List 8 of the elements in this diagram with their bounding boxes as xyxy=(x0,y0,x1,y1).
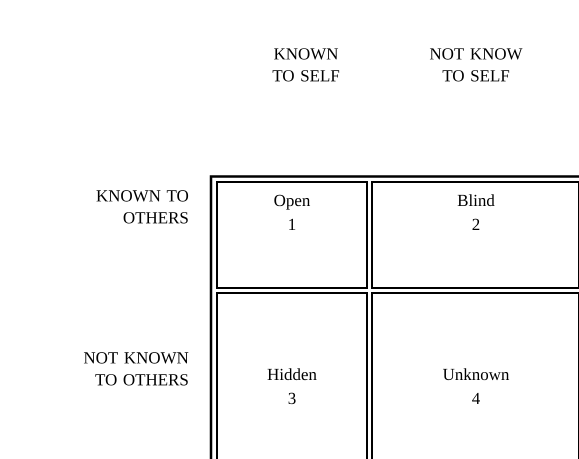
axis-label: NOT KNOW TO SELF xyxy=(430,48,523,82)
quadrant-cell: Unknown 4 xyxy=(371,292,579,459)
axis-label: KNOWN TO SELF xyxy=(272,48,340,82)
quadrant-cell: Blind 2 xyxy=(371,181,579,289)
axis-label: KNOWN TO OTHERS xyxy=(96,190,188,224)
quadrant-cell: Hidden 3 xyxy=(216,292,368,459)
quadrant-cell: Open 1 xyxy=(216,181,368,289)
axis-label: NOT KNOWN TO OTHERS xyxy=(84,352,188,386)
